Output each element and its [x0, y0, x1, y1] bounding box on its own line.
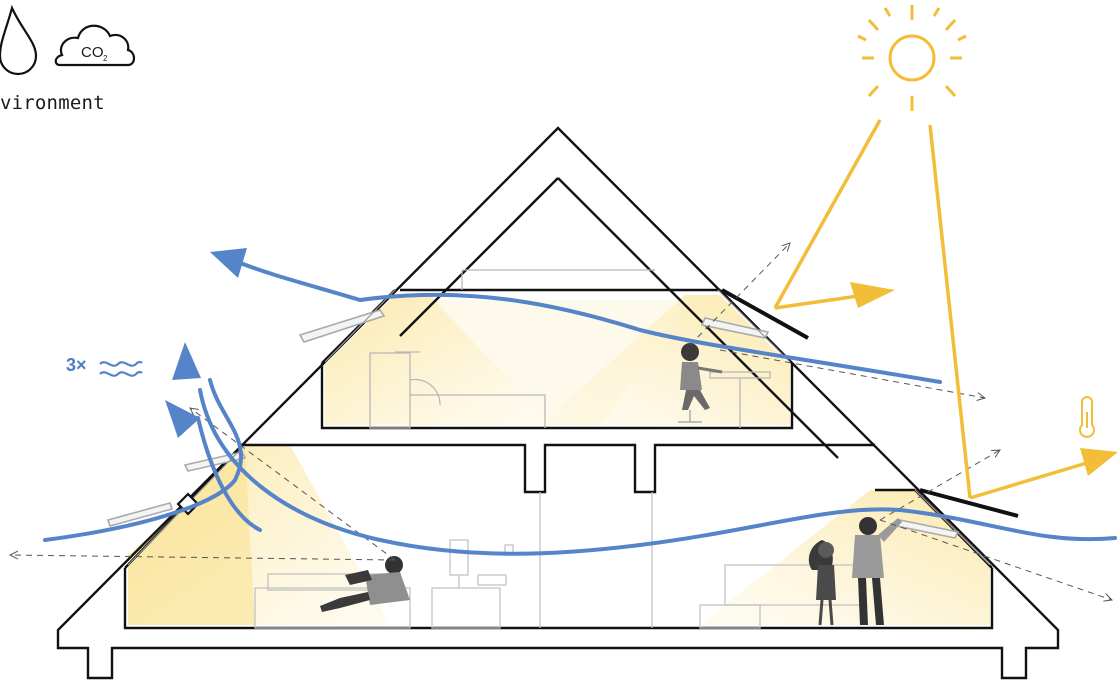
- co2-text: CO: [81, 44, 104, 61]
- sun-ray-arrowheads: [850, 282, 1118, 476]
- air-waves-icon: [100, 362, 142, 376]
- airflow-multiplier-label: 3×: [66, 355, 87, 376]
- thermometer-icon: [1080, 397, 1094, 437]
- co2-subscript: 2: [103, 54, 108, 63]
- sun-icon: [858, 5, 966, 111]
- water-drop-icon: [0, 8, 36, 74]
- upper-floor-light: [325, 295, 790, 425]
- co2-cloud-icon: CO 2: [56, 26, 134, 65]
- environment-label: vironment: [0, 92, 105, 114]
